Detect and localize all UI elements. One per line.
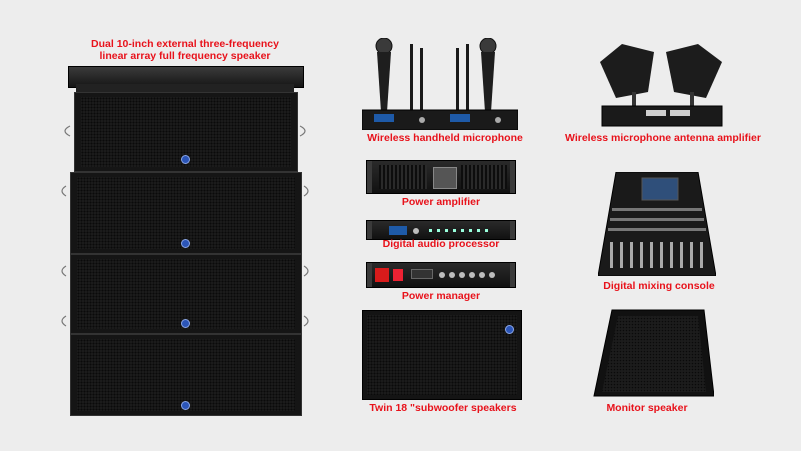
power-amplifier-label: Power amplifier xyxy=(401,196,481,208)
monitor-speaker-icon xyxy=(592,308,714,400)
audio-processor-label: Digital audio processor xyxy=(382,238,500,250)
line-array-speaker-icon xyxy=(60,66,310,416)
mixing-console-label: Digital mixing console xyxy=(603,280,715,292)
audio-processor-icon xyxy=(366,220,516,240)
power-manager-icon xyxy=(366,262,516,288)
antenna-amplifier-icon xyxy=(596,40,728,128)
wireless-microphone-icon xyxy=(362,38,518,130)
antenna-amplifier-label: Wireless microphone antenna amplifier xyxy=(565,132,761,144)
line-array-label-line1: Dual 10-inch external three-frequency xyxy=(91,38,279,50)
subwoofer-label: Twin 18 "subwoofer speakers xyxy=(369,402,517,414)
wireless-microphone-label: Wireless handheld microphone xyxy=(367,132,523,144)
subwoofer-icon xyxy=(362,310,522,400)
monitor-speaker-label: Monitor speaker xyxy=(606,402,688,414)
power-manager-label: Power manager xyxy=(401,290,481,302)
line-array-label-line2: linear array full frequency speaker xyxy=(99,50,271,62)
mixing-console-icon xyxy=(598,172,716,276)
line-array-label: Dual 10-inch external three-frequency li… xyxy=(60,38,310,62)
power-amplifier-icon xyxy=(366,160,516,194)
